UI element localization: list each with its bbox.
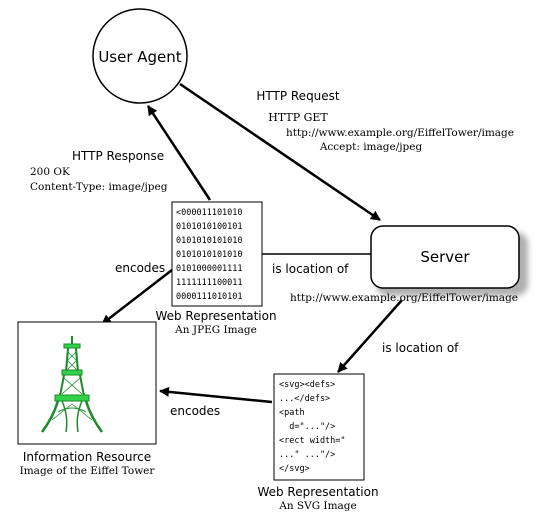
- jpeg-bits-line: 0101010100101: [176, 222, 243, 232]
- jpeg-location-label-group: is location of http://www.example.org/Ei…: [272, 262, 518, 304]
- http-response-content-type: Content-Type: image/jpeg: [30, 181, 168, 193]
- eiffel-tower-icon: [40, 336, 104, 433]
- svg-code-line: </svg>: [279, 464, 310, 474]
- jpeg-location-uri: http://www.example.org/EiffelTower/image: [290, 292, 518, 304]
- http-response-label-group: HTTP Response 200 OK Content-Type: image…: [30, 149, 168, 193]
- http-request-method: HTTP GET: [268, 111, 328, 124]
- jpeg-encodes-label: encodes: [115, 261, 165, 275]
- info-resource-subtitle: Image of the Eiffel Tower: [20, 465, 156, 477]
- svg-encodes-label: encodes: [170, 404, 220, 418]
- http-request-accept: Accept: image/jpeg: [319, 141, 423, 153]
- jpeg-location-label: is location of: [272, 262, 349, 276]
- http-response-label: HTTP Response: [72, 149, 164, 163]
- info-resource-title: Information Resource: [23, 450, 151, 464]
- svg-encodes-arrow: [159, 386, 273, 404]
- user-agent-label: User Agent: [98, 48, 181, 66]
- svg-code-line: ..." ..."/>: [279, 450, 335, 460]
- svg-code-line: <path: [279, 408, 305, 418]
- svg-representation-node: <svg><defs> ...</defs> <path d="..."/> <…: [257, 373, 379, 512]
- svg-rep-subtitle: An SVG Image: [278, 500, 356, 512]
- jpeg-bits-line: 0101010101010: [176, 250, 243, 260]
- jpeg-bits-line: 0101010101010: [176, 236, 243, 246]
- http-request-arrow: [179, 82, 381, 222]
- jpeg-bits-line: 1111111100011: [176, 278, 243, 288]
- jpeg-rep-title: Web Representation: [155, 309, 276, 323]
- http-request-label-group: HTTP Request HTTP GET http://www.example…: [256, 89, 514, 153]
- jpeg-rep-subtitle: An JPEG Image: [174, 324, 257, 336]
- svg-code-line: <rect width=": [279, 436, 346, 446]
- user-agent-node: User Agent: [92, 8, 188, 104]
- server-node: Server: [370, 225, 528, 296]
- http-response-status: 200 OK: [30, 166, 70, 178]
- http-request-label: HTTP Request: [256, 89, 340, 103]
- svg-location-arrow: [337, 299, 403, 373]
- jpeg-representation-node: <000011101010 0101010100101 010101010101…: [155, 201, 277, 336]
- http-request-uri: http://www.example.org/EiffelTower/image: [286, 127, 514, 139]
- svg-code-line: d="..."/>: [279, 422, 335, 432]
- svg-code-line: <svg><defs>: [279, 380, 335, 390]
- http-response-arrow: [146, 105, 212, 201]
- information-resource-node: Information Resource Image of the Eiffel…: [17, 321, 157, 477]
- jpeg-bits-line: 0000111010101: [176, 292, 243, 302]
- svg-rep-title: Web Representation: [257, 485, 378, 499]
- svg-code-line: ...</defs>: [279, 394, 330, 404]
- server-label: Server: [420, 248, 470, 266]
- jpeg-encodes-arrow: [101, 269, 173, 325]
- svg-location-label: is location of: [382, 341, 459, 355]
- jpeg-bits-line: <000011101010: [176, 208, 243, 218]
- jpeg-bits-line: 0101000001111: [176, 264, 243, 274]
